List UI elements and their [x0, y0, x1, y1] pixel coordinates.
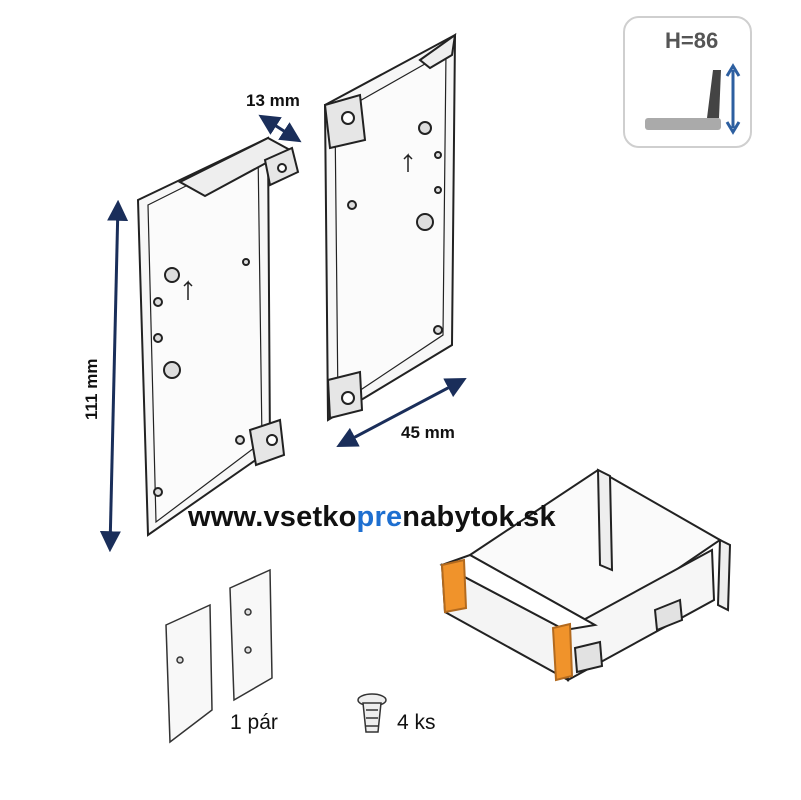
depth-dimension-label: 45 mm — [401, 423, 455, 442]
height-arrow — [99, 199, 129, 553]
width-dimension-label: 13 mm — [246, 91, 300, 110]
drawer-illustration — [439, 468, 732, 682]
website-suffix: nabytok.sk — [402, 501, 556, 533]
depth-arrow — [336, 378, 467, 447]
website-url: www.vsetkoprenabytok.sk — [188, 501, 556, 534]
height-badge: H=86 — [623, 16, 752, 148]
height-badge-text: H=86 — [665, 28, 719, 53]
screws-quantity-label: 4 ks — [397, 711, 436, 734]
website-highlight: pre — [356, 501, 403, 533]
website-prefix: www.vsetko — [188, 501, 357, 533]
height-dimension-label: 111 mm — [82, 358, 101, 420]
small-bracket-pair — [165, 568, 273, 744]
screw-icon — [357, 693, 387, 733]
height-badge-icon — [645, 63, 741, 135]
pair-quantity-label: 1 pár — [230, 711, 278, 734]
left-bracket — [136, 136, 300, 537]
width-arrow — [258, 114, 302, 143]
right-bracket — [323, 32, 457, 422]
